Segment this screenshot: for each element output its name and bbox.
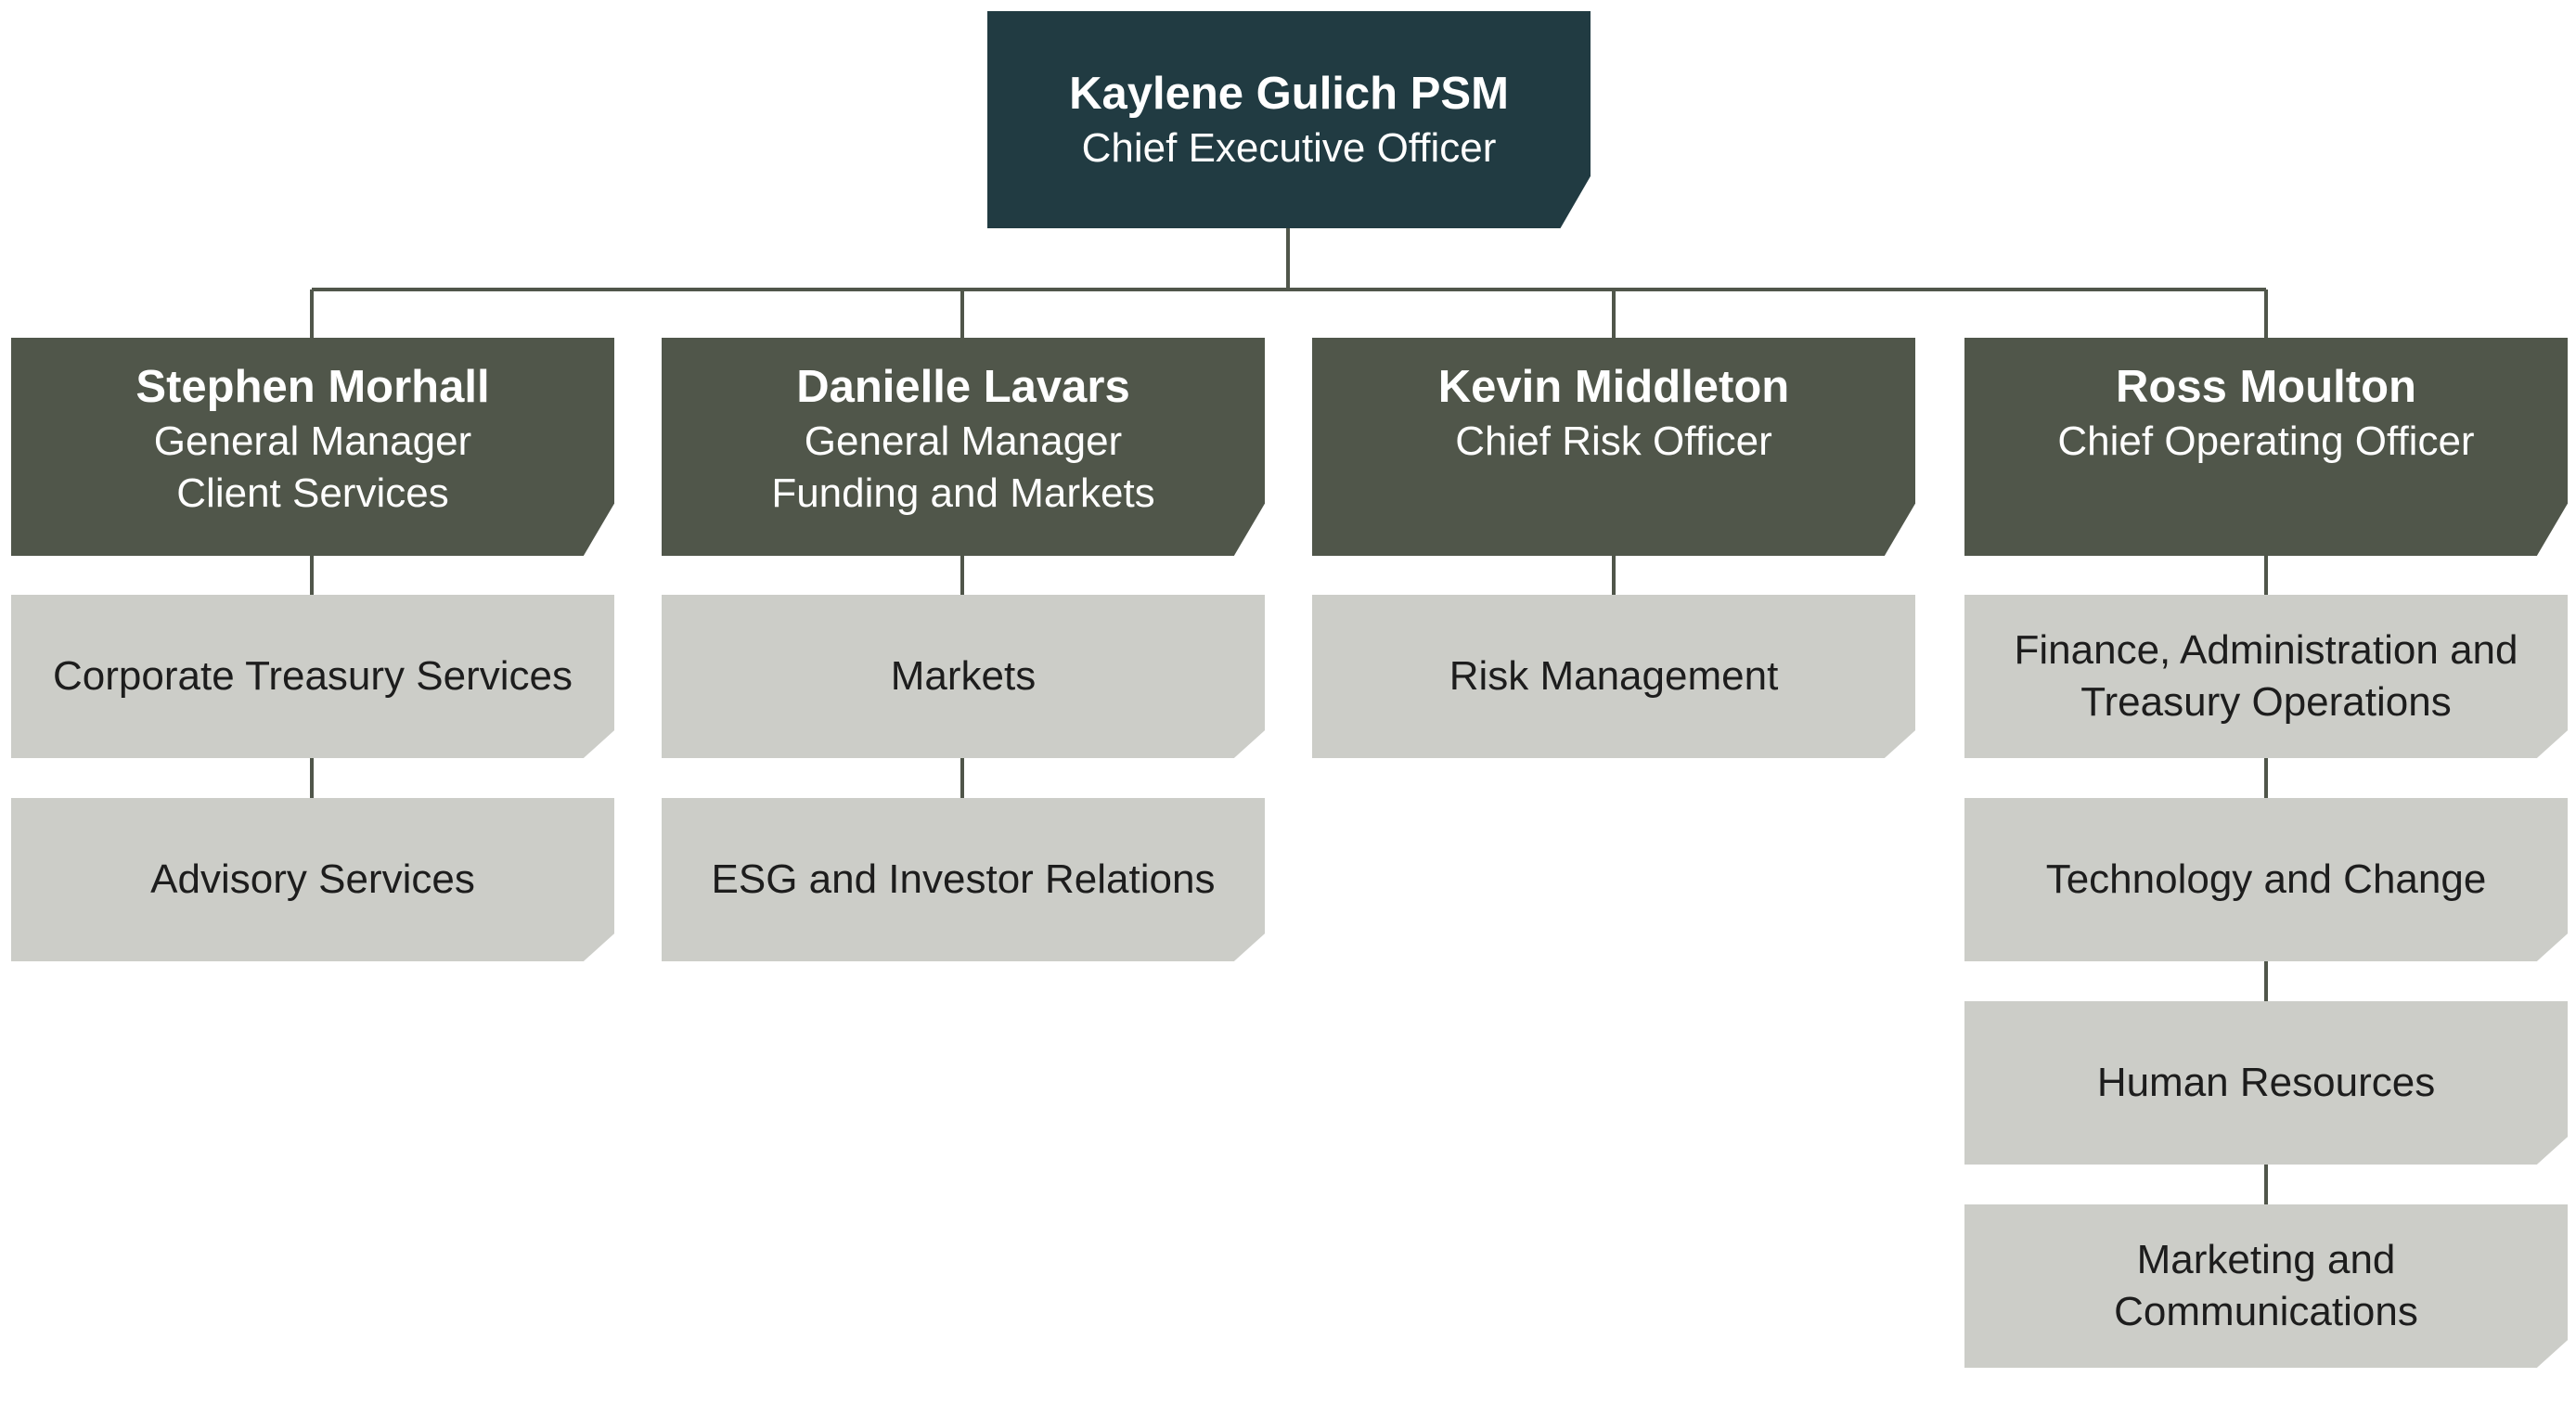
executive-box: Ross Moulton Chief Operating Officer bbox=[1964, 338, 2568, 556]
executive-title: General Manager Funding and Markets bbox=[771, 416, 1154, 520]
unit-box: Finance, Administration and Treasury Ope… bbox=[1964, 595, 2568, 758]
unit-box: Corporate Treasury Services bbox=[11, 595, 614, 758]
unit-label: Marketing and Communications bbox=[2114, 1237, 2418, 1334]
ceo-box: Kaylene Gulich PSM Chief Executive Offic… bbox=[987, 11, 1591, 228]
executive-title-line: General Manager bbox=[153, 418, 472, 464]
unit-label: Technology and Change bbox=[2045, 856, 2487, 902]
ceo-title: Chief Executive Officer bbox=[1081, 125, 1497, 171]
unit-label: Markets bbox=[890, 653, 1037, 699]
executive-name: Danielle Lavars bbox=[796, 362, 1130, 412]
unit-box: Markets bbox=[662, 595, 1265, 758]
unit-box: ESG and Investor Relations bbox=[662, 798, 1265, 961]
executive-box: Stephen Morhall General Manager Client S… bbox=[11, 338, 614, 556]
unit-box: Advisory Services bbox=[11, 798, 614, 961]
ceo-name: Kaylene Gulich PSM bbox=[1069, 69, 1509, 119]
executive-title-line: General Manager bbox=[804, 418, 1123, 464]
executive-title-line: Client Services bbox=[176, 470, 449, 516]
executive-title-line: Funding and Markets bbox=[771, 470, 1155, 516]
executive-box: Kevin Middleton Chief Risk Officer bbox=[1312, 338, 1915, 556]
unit-box: Human Resources bbox=[1964, 1001, 2568, 1165]
unit-box: Technology and Change bbox=[1964, 798, 2568, 961]
executive-title: Chief Risk Officer bbox=[1455, 416, 1772, 468]
executive-name: Stephen Morhall bbox=[135, 362, 490, 412]
unit-label: Human Resources bbox=[2096, 1060, 2436, 1105]
unit-box: Marketing and Communications bbox=[1964, 1204, 2568, 1368]
unit-label: Corporate Treasury Services bbox=[53, 653, 573, 699]
unit-label: ESG and Investor Relations bbox=[711, 856, 1216, 902]
unit-label: Advisory Services bbox=[150, 856, 475, 902]
unit-label: Finance, Administration and Treasury Ope… bbox=[2014, 627, 2518, 725]
executive-title: General Manager Client Services bbox=[154, 416, 471, 520]
executive-title: Chief Operating Officer bbox=[2057, 416, 2474, 468]
unit-box: Risk Management bbox=[1312, 595, 1915, 758]
unit-label: Risk Management bbox=[1449, 653, 1779, 699]
executive-name: Kevin Middleton bbox=[1437, 362, 1790, 412]
executive-box: Danielle Lavars General Manager Funding … bbox=[662, 338, 1265, 556]
executive-title-line: Chief Risk Officer bbox=[1455, 418, 1772, 464]
executive-title-line: Chief Operating Officer bbox=[2057, 418, 2475, 464]
executive-name: Ross Moulton bbox=[2116, 362, 2416, 412]
